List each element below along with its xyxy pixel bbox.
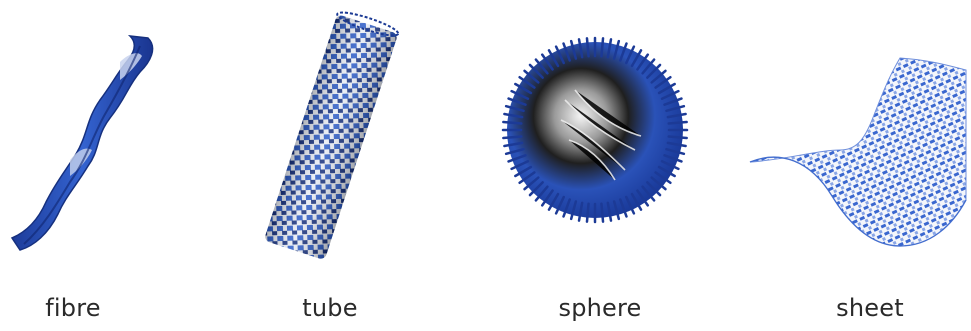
- tube-shading: [264, 14, 398, 260]
- sphere-spike: [503, 122, 521, 124]
- tube-label: tube: [290, 294, 370, 322]
- sphere-spike: [587, 204, 589, 222]
- sphere-illustration: [495, 0, 715, 280]
- fibre-panel: fibre: [0, 0, 200, 331]
- sphere-spike: [601, 204, 603, 222]
- sphere-spike: [503, 136, 521, 138]
- sphere-spike: [587, 38, 589, 56]
- sheet-label: sheet: [830, 294, 910, 322]
- sheet-surface: [750, 58, 966, 246]
- sphere-spike: [669, 136, 687, 138]
- fibre-label: fibre: [38, 294, 108, 322]
- tube-illustration: [230, 0, 430, 280]
- sheet-panel: sheet: [740, 0, 971, 331]
- sphere-spike: [669, 122, 687, 124]
- fibre-illustration: [0, 0, 200, 280]
- sphere-label: sphere: [555, 294, 645, 322]
- tube-panel: tube: [230, 0, 430, 331]
- sheet-illustration: [740, 0, 971, 280]
- sphere-panel: sphere: [495, 0, 715, 331]
- sphere-spike: [601, 38, 603, 56]
